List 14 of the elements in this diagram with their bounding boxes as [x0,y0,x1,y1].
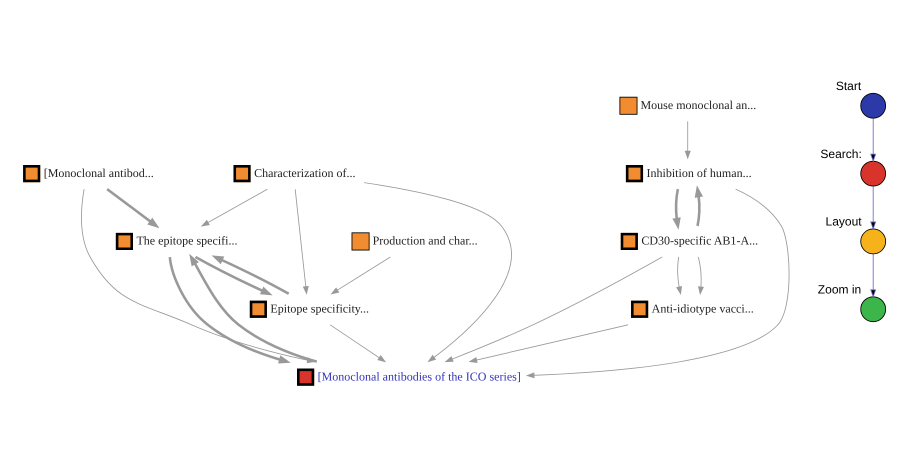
node-label: [Monoclonal antibodies of the ICO series] [318,369,521,384]
node-label: CD30-specific AB1-A... [641,234,758,248]
node-label: Characterization of... [254,166,356,180]
node-label: Search: [820,146,862,161]
node-label: Epitope specificity... [270,301,370,316]
node-label: Inhibition of human... [646,166,752,180]
node-label: Anti-idiotype vacci... [652,301,754,316]
node-label: [Monoclonal antibod... [44,166,154,180]
node-label: Layout [826,214,862,229]
node-label: Zoom in [818,282,862,297]
node-label: The epitope specifi... [136,234,238,248]
node-label: Mouse monoclonal an... [640,98,756,112]
node-label: Production and char... [372,234,478,248]
node-label: Start [836,79,862,94]
